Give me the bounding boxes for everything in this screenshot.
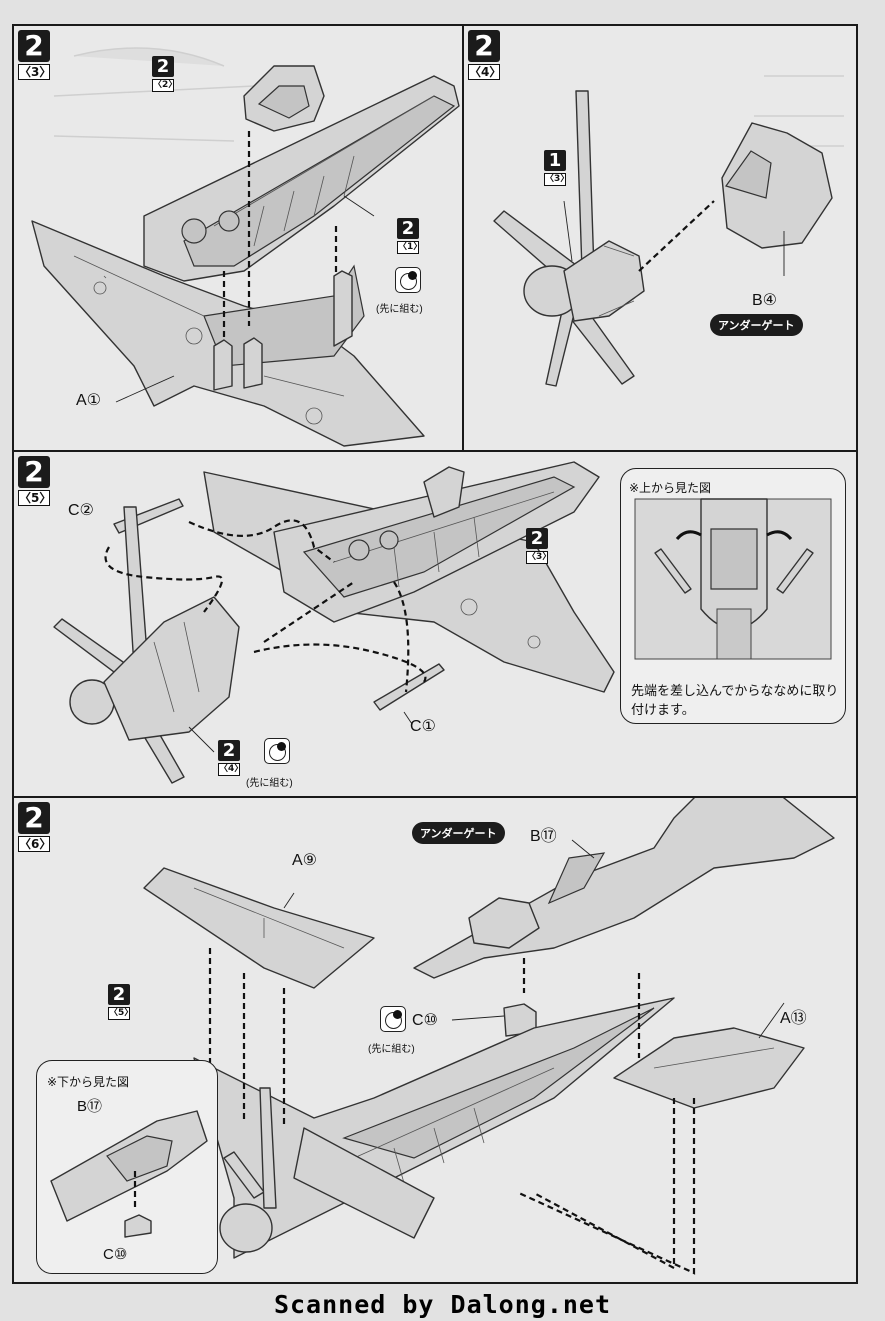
under-gate-tag: アンダーゲート — [412, 822, 505, 844]
step-badge: 2 〈3〉 — [18, 30, 52, 80]
top-view-title: ※上から見た図 — [629, 481, 712, 495]
part-label: C⑩ — [103, 1246, 128, 1263]
ref-substep: 〈3〉 — [544, 173, 570, 186]
ref-number: 2 — [218, 740, 240, 761]
step-badge: 2 〈5〉 — [18, 456, 52, 506]
ref-badge: 2 〈5〉 — [108, 984, 134, 1020]
wing-canopy-assembly-illustration — [131, 798, 835, 1275]
ref-number: 2 — [152, 56, 174, 77]
step-panel-2-6: 2 〈6〉 アンダーゲート B⑰ A⑨ A⑬ C⑩ (先に組む) 2 〈5〉 ※… — [12, 796, 858, 1284]
assemble-first-caption: (先に組む) — [368, 1044, 415, 1055]
assemble-first-caption: (先に組む) — [246, 778, 293, 789]
bottom-view-inset-illustration — [50, 1110, 208, 1238]
step-badge: 2 〈6〉 — [18, 802, 52, 852]
part-label: C② — [68, 502, 94, 519]
ref-substep: 〈4〉 — [218, 763, 244, 776]
scan-watermark: Scanned by Dalong.net — [273, 1290, 612, 1319]
step-number: 2 — [18, 802, 50, 834]
part-label: B⑰ — [530, 828, 557, 845]
step-panel-2-3: 2 〈3〉 2 〈2〉 2 〈1〉 (先に組む) A① — [12, 24, 464, 452]
part-label: B⑰ — [77, 1098, 103, 1115]
assemble-first-icon — [380, 1006, 406, 1032]
part-label: C⑩ — [412, 1012, 438, 1029]
step-substep: 〈3〉 — [526, 551, 552, 564]
fuselage-wing-assembly-illustration — [31, 47, 460, 447]
part-label: B④ — [752, 292, 778, 309]
ref-number: 1 — [544, 150, 566, 171]
step-substep: 〈3〉 — [18, 64, 52, 80]
ref-number: 2 — [526, 528, 548, 549]
part-label: A① — [76, 392, 102, 409]
step-substep: 〈4〉 — [468, 64, 502, 80]
step-number: 2 — [18, 456, 50, 488]
step-substep: 〈6〉 — [18, 836, 52, 852]
ref-badge: 2 〈4〉 — [218, 740, 244, 776]
bottom-view-title: ※下から見た図 — [47, 1075, 130, 1089]
ref-badge: 1 〈3〉 — [544, 150, 570, 186]
bottom-view-inset: ※下から見た図 B⑰ C⑩ — [36, 1060, 218, 1274]
ref-substep: 〈1〉 — [397, 241, 423, 254]
step-number: 2 — [18, 30, 50, 62]
assemble-first-icon — [264, 738, 290, 764]
assemble-first-icon — [395, 267, 421, 293]
step-panel-2-4: 2 〈4〉 1 〈3〉 B④ アンダーゲート — [462, 24, 858, 452]
step-badge: 2 〈4〉 — [468, 30, 502, 80]
nose-exhaust-assembly-illustration — [53, 461, 615, 784]
step-number: 2 — [468, 30, 500, 62]
top-view-inset-illustration — [634, 498, 832, 660]
top-view-instruction: 先端を差し込んでからななめに取り付けます。 — [631, 683, 839, 717]
part-label: A⑨ — [292, 852, 318, 869]
part-label: A⑬ — [780, 1010, 807, 1027]
step-panel-2-5: 2 〈5〉 2 〈3〉 2 〈4〉 (先に組む) C② C① — [12, 450, 858, 798]
ref-substep: 〈5〉 — [108, 1007, 134, 1020]
ref-number: 2 — [108, 984, 130, 1005]
propeller-cowling-illustration — [493, 75, 844, 387]
ref-badge: 2 〈3〉 — [526, 528, 552, 564]
step-substep: 〈5〉 — [18, 490, 52, 506]
ref-number: 2 — [397, 218, 419, 239]
ref-badge: 2 〈1〉 — [397, 218, 423, 254]
under-gate-tag: アンダーゲート — [710, 314, 803, 336]
assemble-first-caption: (先に組む) — [376, 304, 423, 315]
top-view-inset: ※上から見た図 先端を差し込んでからななめに取り付けます。 — [620, 468, 846, 724]
ref-badge: 2 〈2〉 — [152, 56, 178, 92]
ref-substep: 〈2〉 — [152, 79, 178, 92]
part-label: C① — [410, 718, 436, 735]
